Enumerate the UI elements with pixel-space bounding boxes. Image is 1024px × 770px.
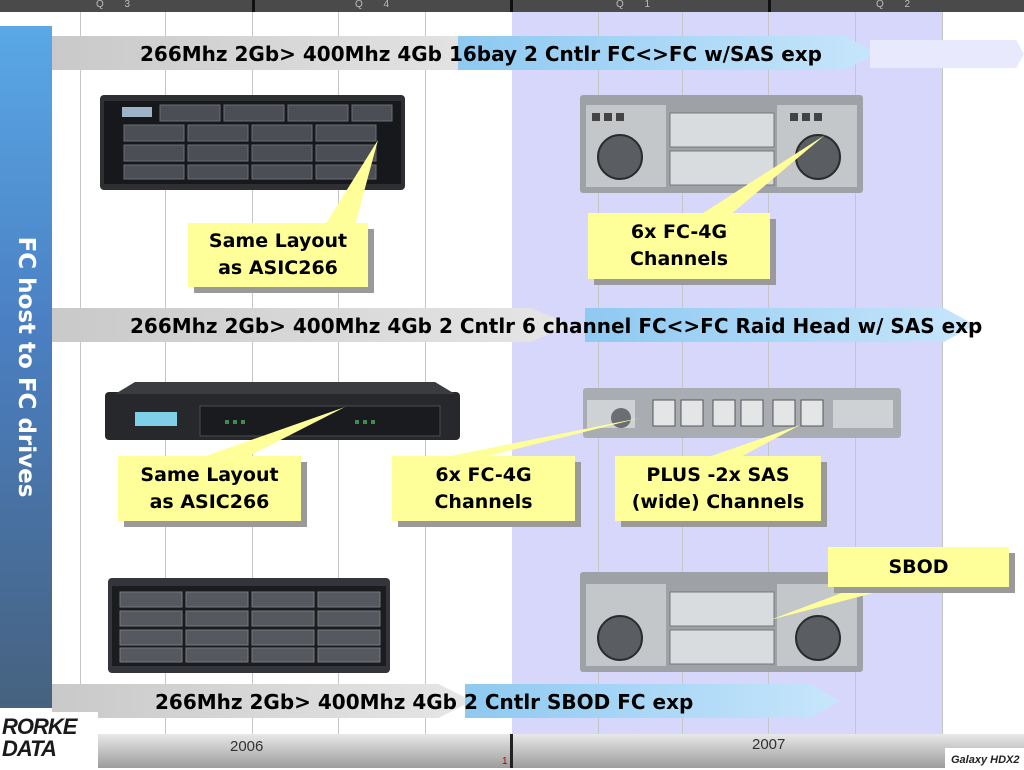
footer-product: Galaxy HDX2 xyxy=(945,754,1019,766)
footer-product-box: Galaxy HDX2 xyxy=(945,748,1024,768)
callout-same-layout: Same Layout as ASIC266 xyxy=(118,456,301,521)
callout-fc-channels: 6x FC-4G Channels xyxy=(392,456,575,521)
year-label: 2007 xyxy=(752,736,785,753)
year-divider xyxy=(510,734,513,768)
company-logo: RORKE DATA xyxy=(0,712,98,768)
logo-text: RORKE DATA xyxy=(0,712,98,760)
page-marker: 1 xyxy=(502,756,508,767)
callout-same-layout: Same Layout as ASIC266 xyxy=(188,223,368,287)
callout-sas-channels: PLUS -2x SAS (wide) Channels xyxy=(615,456,821,521)
callout-sbod: SBOD xyxy=(828,547,1009,587)
callout-fc-channels: 6x FC-4G Channels xyxy=(588,213,770,279)
year-label: 2006 xyxy=(230,738,263,755)
